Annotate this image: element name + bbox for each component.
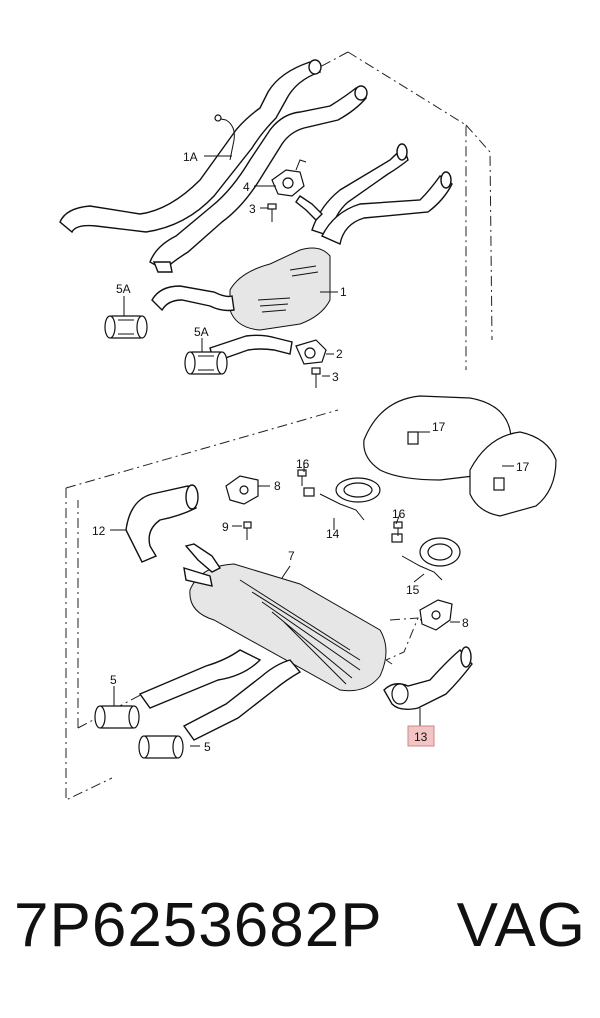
callout-17-left: 17 — [432, 420, 446, 434]
callout-2: 2 — [336, 347, 343, 361]
callout-17-right: 17 — [516, 460, 530, 474]
footer: 7P6253682P VAG — [0, 890, 600, 980]
callout-13: 13 — [414, 730, 428, 744]
bolt-16-upper — [297, 469, 307, 486]
callout-8-lower: 8 — [462, 616, 469, 630]
callout-7: 7 — [288, 549, 295, 563]
callout-16-upper: 16 — [296, 457, 310, 471]
brand-label: VAG — [456, 891, 586, 960]
pipe-12 — [125, 484, 199, 563]
bolt-3-upper — [267, 203, 277, 222]
bolt-16-lower — [393, 521, 403, 536]
callouts: 1A 4 3 5A 5A 1 2 3 17 17 16 8 12 9 14 16… — [92, 150, 530, 754]
callout-9: 9 — [222, 520, 229, 534]
clamp-5-upper — [94, 705, 140, 729]
front-pipe-assembly — [59, 59, 453, 363]
callout-1A: 1A — [183, 150, 198, 164]
exhaust-system-diagram: 1A 4 3 5A 5A 1 2 3 17 17 16 8 12 9 14 16… — [59, 51, 557, 801]
callout-14: 14 — [326, 527, 340, 541]
clamp-5-lower — [138, 735, 184, 759]
callout-3-upper: 3 — [249, 202, 256, 216]
clamp-5a-upper — [104, 315, 148, 339]
clamp-5a-lower — [184, 351, 228, 375]
tailpipe-tip-15 — [391, 533, 461, 581]
tailpipe-tip-14 — [303, 477, 381, 521]
callout-3-lower: 3 — [332, 370, 339, 384]
callout-5A-lower: 5A — [194, 325, 209, 339]
callout-15: 15 — [406, 583, 420, 597]
callout-1: 1 — [340, 285, 347, 299]
intermediate-pipes — [138, 649, 302, 741]
callout-4: 4 — [243, 180, 250, 194]
callout-5-lower: 5 — [204, 740, 211, 754]
tailpipe-13 — [383, 646, 473, 711]
callout-16-lower: 16 — [392, 507, 406, 521]
bracket-4 — [271, 159, 323, 221]
bracket-8-upper — [225, 475, 259, 540]
heat-shield-17 — [363, 395, 557, 517]
callout-5-upper: 5 — [110, 673, 117, 687]
callout-13-highlight — [407, 725, 435, 747]
rear-muffler-7 — [183, 543, 387, 692]
bracket-8-lower — [419, 599, 453, 631]
callout-8-upper: 8 — [274, 479, 281, 493]
part-number: 7P6253682P — [14, 891, 383, 960]
callout-12: 12 — [92, 524, 106, 538]
upper-assembly-frame — [317, 51, 493, 370]
leader-lines — [110, 155, 514, 747]
callout-5A-upper: 5A — [116, 282, 131, 296]
bracket-2 — [295, 339, 327, 388]
